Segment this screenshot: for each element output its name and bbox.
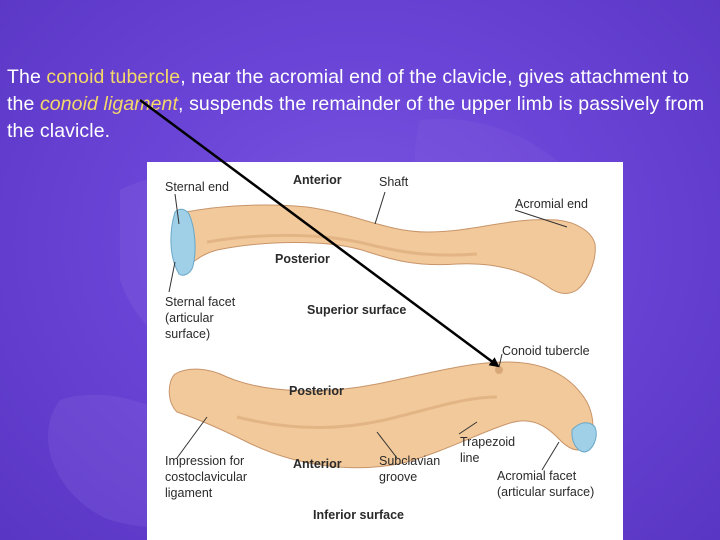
- label-subclavian-groove: Subclavian: [379, 454, 440, 468]
- label-acromial-facet-2: (articular surface): [497, 485, 594, 499]
- label-impression: Impression for: [165, 454, 244, 468]
- label-conoid-tubercle: Conoid tubercle: [502, 344, 590, 358]
- caption-part2: , near the acromial end of the clavicle,…: [7, 66, 690, 115]
- label-trapezoid-line: Trapezoid: [460, 435, 515, 449]
- label-acromial-end: Acromial end: [515, 197, 588, 211]
- label-anterior-top: Anterior: [293, 173, 342, 187]
- conoid-tubercle-term: conoid tubercle: [46, 66, 181, 88]
- label-anterior-bottom: Anterior: [293, 457, 342, 471]
- clavicle-inferior-view: [168, 361, 597, 469]
- label-acromial-facet: Acromial facet: [497, 469, 577, 483]
- label-sternal-facet-3: surface): [165, 327, 210, 341]
- conoid-ligament-term: conoid ligament: [39, 93, 179, 115]
- clavicle-diagram: Sternal end Anterior Shaft Acromial end …: [165, 173, 597, 522]
- label-trapezoid-line-2: line: [460, 451, 480, 465]
- clavicle-figure: Sternal end Anterior Shaft Acromial end …: [147, 162, 623, 540]
- label-sternal-facet: Sternal facet: [165, 295, 236, 309]
- clavicle-superior-view: [170, 204, 596, 294]
- label-inferior-surface: Inferior surface: [313, 508, 404, 522]
- label-shaft: Shaft: [379, 175, 409, 189]
- label-posterior-top: Posterior: [275, 252, 330, 266]
- label-sternal-facet-2: (articular: [165, 311, 214, 325]
- caption-part1: The: [7, 66, 47, 88]
- caption-text: The conoid tubercle, near the acromial e…: [7, 64, 707, 145]
- label-posterior-bottom: Posterior: [289, 384, 344, 398]
- label-subclavian-groove-2: groove: [379, 470, 417, 484]
- label-superior-surface: Superior surface: [307, 303, 406, 317]
- label-impression-3: ligament: [165, 486, 213, 500]
- label-impression-2: costoclavicular: [165, 470, 247, 484]
- label-sternal-end: Sternal end: [165, 180, 229, 194]
